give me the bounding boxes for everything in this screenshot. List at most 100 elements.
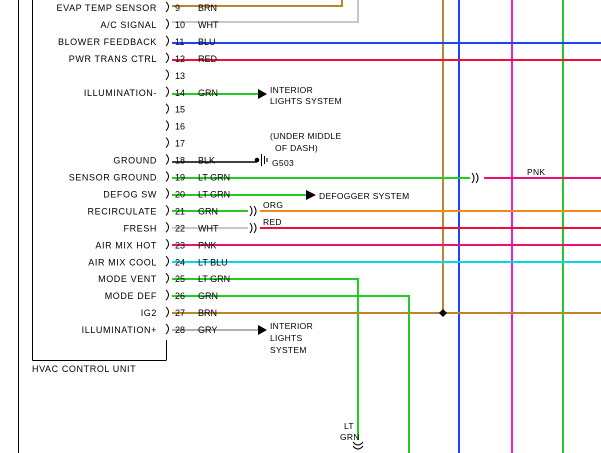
wire-color-label: LT GRN — [198, 189, 230, 199]
pin-function-label: ILLUMINATION- — [84, 88, 157, 98]
pin-bracket — [165, 86, 169, 98]
pin-function-label: MODE VENT — [98, 274, 157, 284]
org-label: ORG — [263, 200, 283, 210]
pin-bracket — [165, 1, 169, 13]
wire-color-label: BLU — [198, 37, 216, 47]
hvac-control-unit-title: HVAC CONTROL UNIT — [32, 364, 136, 374]
ground-ref-label: G503 — [272, 158, 294, 168]
connector-pin25 — [352, 441, 364, 446]
pin-function-label: AIR MIX HOT — [95, 240, 157, 250]
pin-number: 10 — [175, 20, 185, 30]
wire-color-label: BLK — [198, 156, 215, 166]
under-dash-label-a: (UNDER MIDDLE — [270, 131, 341, 141]
pin-bracket — [165, 52, 169, 64]
wire-pin9-brn — [172, 0, 343, 7]
pin-number: 14 — [175, 88, 185, 98]
interior-lights-label-2a: INTERIOR — [270, 321, 313, 331]
pin-bracket — [165, 154, 169, 165]
pin-bracket — [165, 137, 169, 148]
pin-bracket — [165, 35, 169, 47]
pin-function-label: RECIRCULATE — [88, 206, 157, 216]
pin-number: 25 — [175, 274, 185, 284]
pin-number: 16 — [175, 122, 185, 132]
wire-color-label: LT GRN — [198, 274, 230, 284]
wire-color-label: PNK — [198, 240, 217, 250]
ground-symbol — [261, 154, 268, 166]
lt-grn-label-b: GRN — [340, 432, 360, 442]
pnk-label: PNK — [527, 167, 545, 177]
pin-function-label: GROUND — [113, 156, 157, 166]
pin-bracket — [165, 272, 169, 284]
wire-color-label: LT BLU — [198, 257, 228, 267]
pin-number: 20 — [175, 189, 185, 199]
under-dash-label-b: OF DASH) — [275, 143, 318, 153]
pin-number: 28 — [175, 325, 185, 335]
wire-pin25-ltgrn — [172, 278, 359, 440]
pin-number: 15 — [175, 105, 185, 115]
wire-color-label: GRN — [198, 291, 218, 301]
ground-splice — [254, 157, 260, 163]
splice-pin27 — [439, 309, 447, 317]
interior-lights-label-2c: SYSTEM — [270, 345, 307, 355]
arrow-defogger — [306, 190, 316, 200]
pin-bracket — [165, 18, 169, 30]
pin-number: 26 — [175, 291, 185, 301]
pin-function-label: BLOWER FEEDBACK — [58, 37, 157, 47]
wire-color-label: BRN — [198, 3, 217, 13]
wire-color-label: WHT — [198, 20, 219, 30]
interior-lights-label-1b: LIGHTS SYSTEM — [270, 96, 342, 106]
interior-lights-label-2b: LIGHTS — [270, 333, 303, 343]
pin-function-label: FRESH — [123, 223, 157, 233]
pin-number: 13 — [175, 71, 185, 81]
wire-color-label: GRY — [198, 325, 217, 335]
wire-color-label: RED — [198, 54, 218, 64]
pin-function-label: SENSOR GROUND — [69, 173, 157, 183]
pin-bracket — [165, 255, 169, 267]
pin-number: 12 — [175, 54, 185, 64]
pin-bracket — [165, 69, 169, 81]
pin-function-label: PWR TRANS CTRL — [69, 54, 157, 64]
wire-pin26-grn — [172, 295, 410, 453]
pin-function-label: EVAP TEMP SENSOR — [57, 3, 157, 13]
arrow-interior-lights-1 — [258, 89, 267, 99]
arrow-interior-lights-2 — [258, 325, 267, 335]
wire-color-label: LT GRN — [198, 173, 230, 183]
pin-bracket — [165, 171, 169, 182]
pin-function-label: AIR MIX COOL — [88, 257, 157, 267]
pin-function-label: IG2 — [141, 308, 157, 318]
pin-function-label: MODE DEF — [105, 291, 157, 301]
pin-number: 24 — [175, 257, 185, 267]
connector-pin21 — [249, 205, 257, 217]
pin-bracket — [165, 221, 169, 233]
pin-number: 11 — [175, 37, 184, 47]
pin-bracket — [165, 323, 169, 335]
lt-grn-label-a: LT — [344, 421, 354, 431]
connector-pin19 — [471, 172, 479, 184]
pin-bracket — [165, 205, 169, 216]
pin-bracket — [165, 238, 169, 250]
pin-bracket — [165, 103, 169, 115]
connector-pin22 — [249, 222, 257, 234]
pin-number: 17 — [175, 139, 185, 149]
pin-number: 23 — [175, 240, 185, 250]
wire-pin10-wht — [172, 0, 359, 23]
pin-bracket — [165, 188, 169, 199]
pin-number: 9 — [175, 3, 180, 13]
pin-number: 18 — [175, 156, 185, 166]
wire-color-label: GRN — [198, 206, 218, 216]
interior-lights-label-1a: INTERIOR — [270, 85, 313, 95]
pin-function-label: ILLUMINATION+ — [82, 325, 157, 335]
pin-function-label: DEFOG SW — [103, 189, 157, 199]
pin-bracket — [165, 289, 169, 301]
pin-number: 19 — [175, 173, 185, 183]
pin-bracket — [165, 120, 169, 131]
pin-function-label: A/C SIGNAL — [100, 20, 157, 30]
wire-color-label: BRN — [198, 308, 217, 318]
defogger-label: DEFOGGER SYSTEM — [319, 191, 409, 201]
hvac-control-unit-box — [32, 0, 167, 361]
pin-bracket — [165, 306, 169, 318]
wire-color-label: GRN — [198, 88, 218, 98]
pin-number: 21 — [175, 206, 185, 216]
